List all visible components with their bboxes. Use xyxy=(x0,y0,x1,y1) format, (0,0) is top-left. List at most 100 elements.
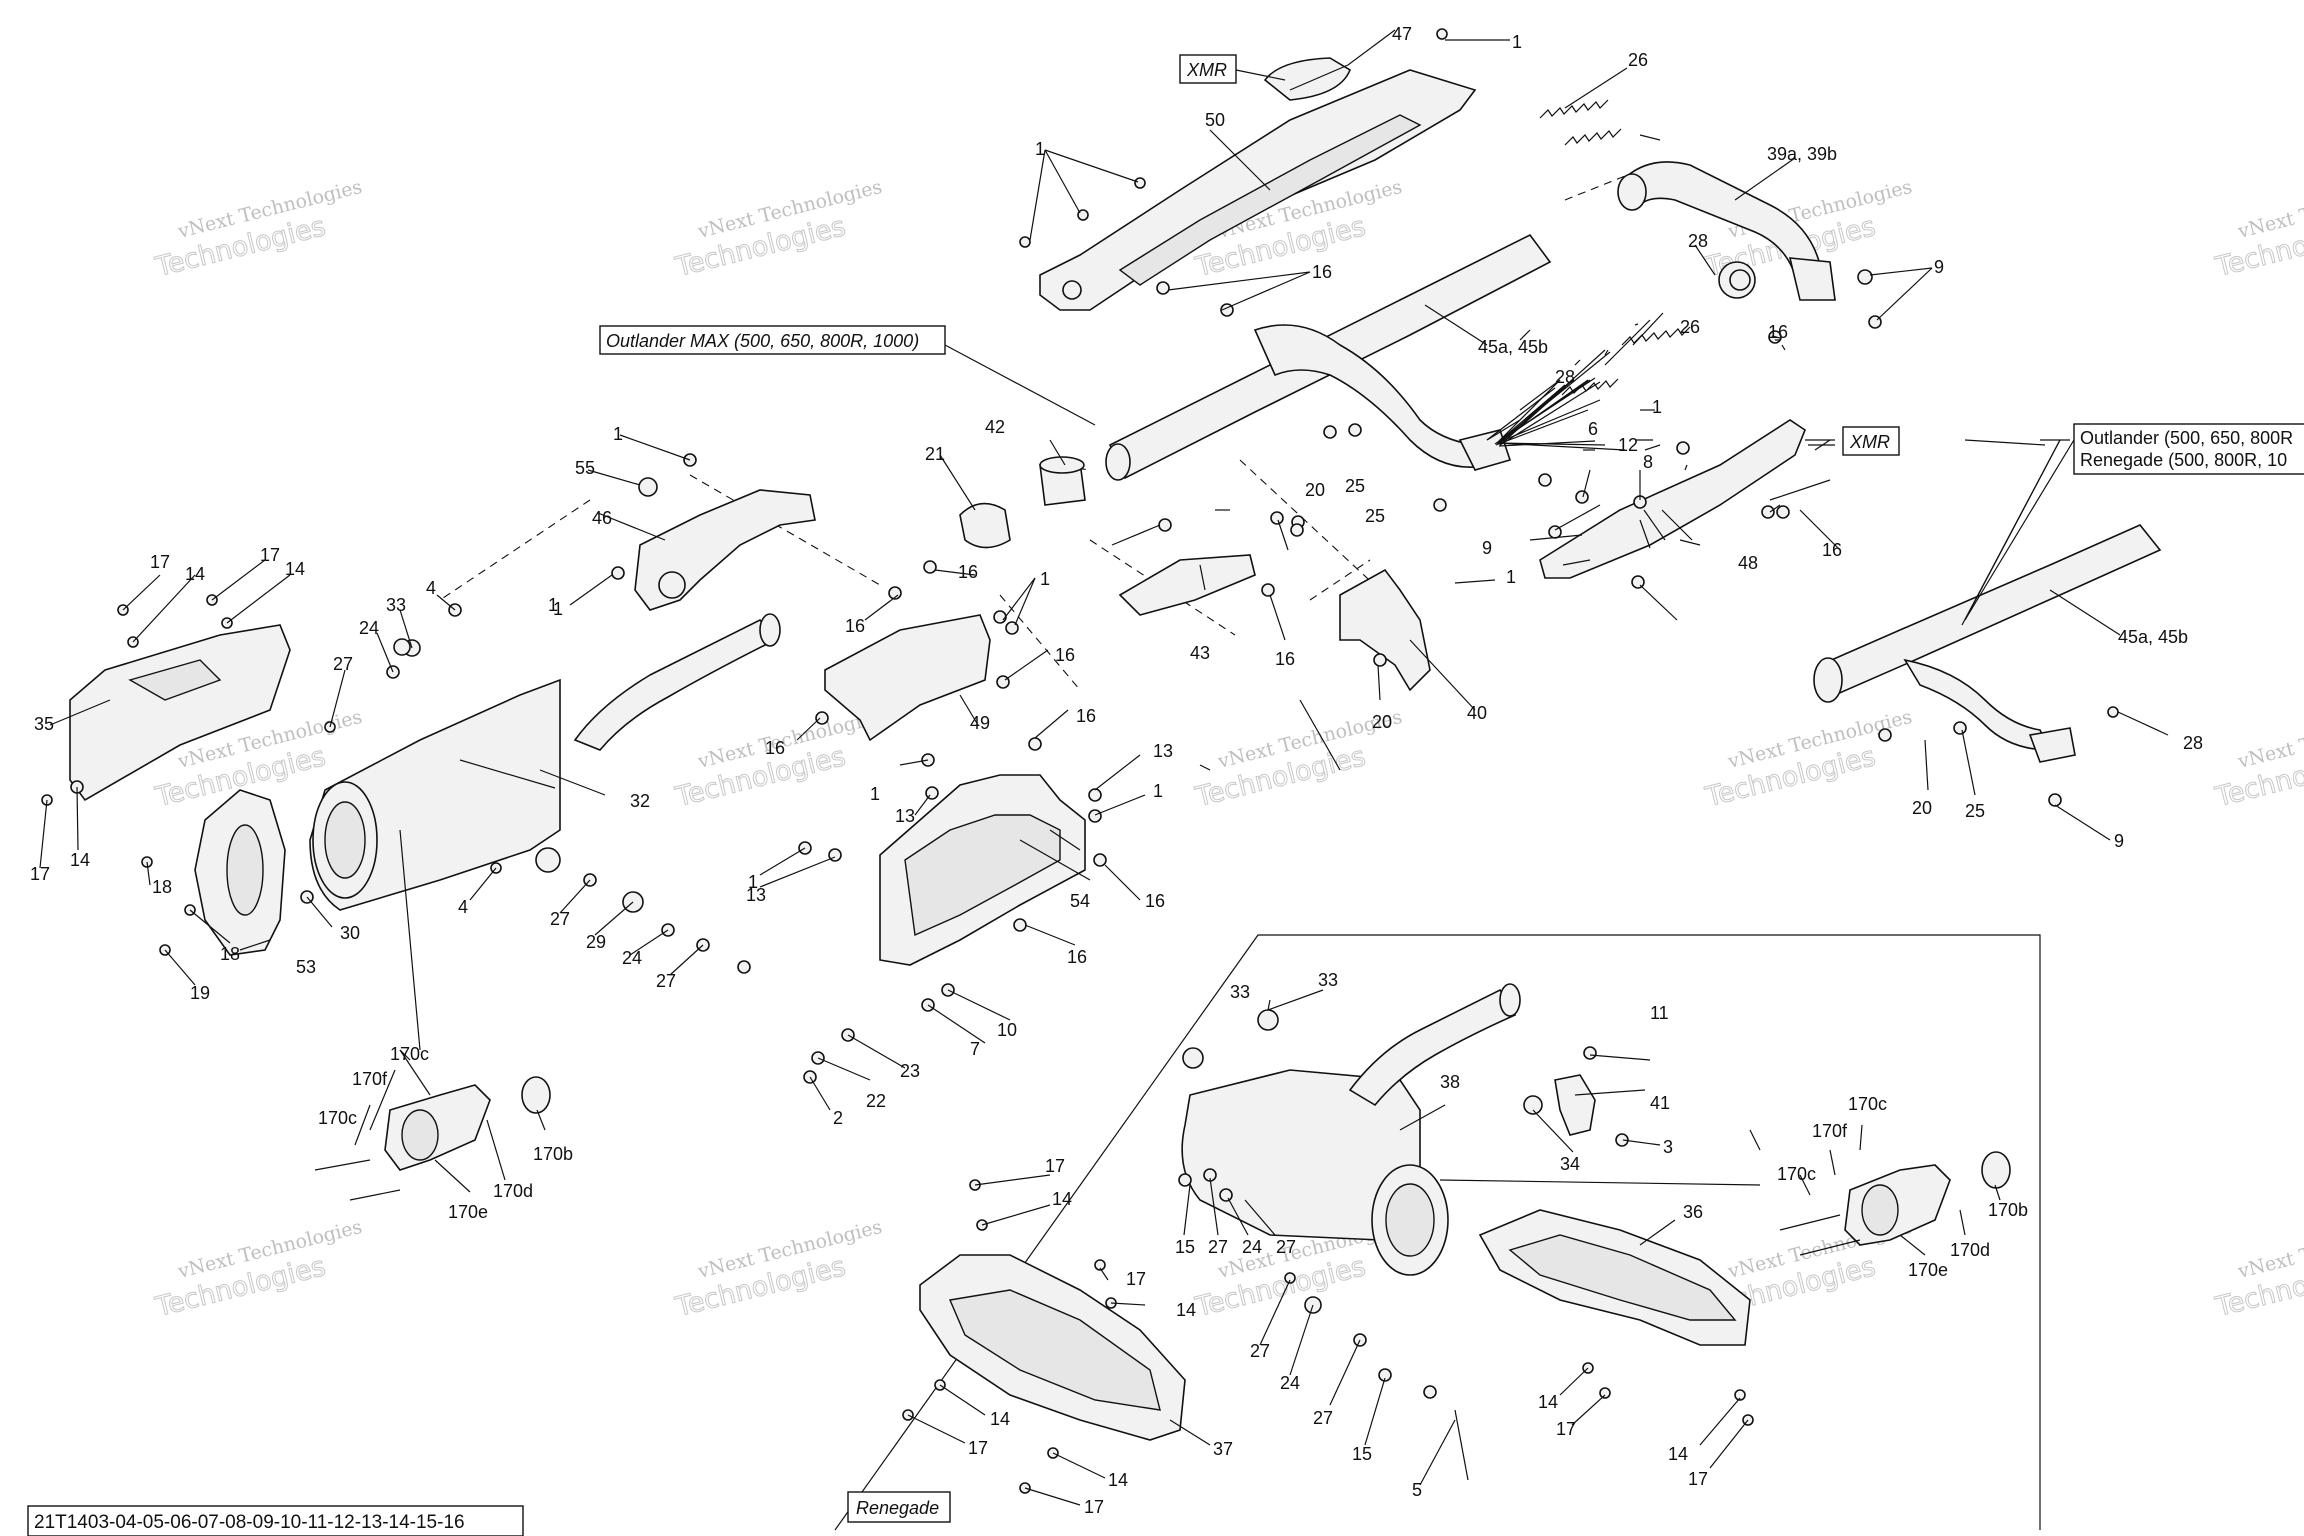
part-label: 170b xyxy=(1988,1200,2028,1220)
part-label: 1 xyxy=(1035,139,1045,159)
part-label: 170d xyxy=(493,1181,533,1201)
part-label: 35 xyxy=(34,714,54,734)
part-label: 17 xyxy=(150,552,170,572)
bracket-40 xyxy=(1339,568,1431,692)
shield-cap-47 xyxy=(1263,57,1351,101)
part-label: 4 xyxy=(426,578,436,598)
svg-text:Outlander (500, 650, 800R: Outlander (500, 650, 800R xyxy=(2080,428,2293,448)
part-label: 14 xyxy=(990,1409,1010,1429)
part-label: 49 xyxy=(970,713,990,733)
part-label: 33 xyxy=(1318,970,1338,990)
part-label: 27 xyxy=(1276,1237,1296,1257)
part-label: 6 xyxy=(1588,419,1598,439)
part-label: 24 xyxy=(1242,1237,1262,1257)
part-label: 1 xyxy=(748,872,758,892)
part-label: 50 xyxy=(1205,110,1225,130)
svg-text:XMR: XMR xyxy=(1849,432,1890,452)
part-label: 14 xyxy=(70,850,90,870)
part-label: 170e xyxy=(1908,1260,1948,1280)
part-label: 10 xyxy=(997,1020,1017,1040)
part-label: 170e xyxy=(448,1202,488,1222)
part-label: 3 xyxy=(1663,1137,1673,1157)
part-label: 22 xyxy=(866,1091,886,1111)
part-label: 26 xyxy=(1628,50,1648,70)
part-label: 1 xyxy=(1512,32,1522,52)
part-label: 9 xyxy=(1934,257,1944,277)
part-label: 33 xyxy=(386,595,406,615)
part-label: 16 xyxy=(1145,891,1165,911)
part-label: 27 xyxy=(1313,1408,1333,1428)
part-label: 29 xyxy=(586,932,606,952)
part-label: 55 xyxy=(575,458,595,478)
part-label: 48 xyxy=(1738,553,1758,573)
part-label: 36 xyxy=(1683,1202,1703,1222)
part-label: 14 xyxy=(1052,1189,1072,1209)
callout-box-renegade: Renegade xyxy=(847,1491,951,1523)
part-label: 12 xyxy=(1618,435,1638,455)
heat-shield-49 xyxy=(824,614,991,742)
callout-box-outlander: Outlander (500, 650, 800R Renegade (500,… xyxy=(2073,423,2304,475)
part-label: 20 xyxy=(1305,480,1325,500)
part-label: 45a, 45b xyxy=(2118,627,2188,647)
part-label: 170c xyxy=(390,1044,429,1064)
part-label: 13 xyxy=(1153,741,1173,761)
part-label: 9 xyxy=(1482,538,1492,558)
part-label: 9 xyxy=(2114,831,2124,851)
part-label: 16 xyxy=(1275,649,1295,669)
part-label: 15 xyxy=(1175,1237,1195,1257)
part-label: 25 xyxy=(1965,801,1985,821)
part-labels: 47 1 26 50 39a, 39b 1 28 9 16 45a, 45b 2… xyxy=(30,24,2203,1517)
assembly-lines xyxy=(439,169,1641,691)
part-label: 16 xyxy=(765,738,785,758)
spring-26 xyxy=(1539,99,1609,119)
part-label: 27 xyxy=(656,971,676,991)
part-label: 38 xyxy=(1440,1072,1460,1092)
part-label: 39a, 39b xyxy=(1767,144,1837,164)
part-label: 170b xyxy=(533,1144,573,1164)
part-label: 18 xyxy=(152,877,172,897)
part-label: 30 xyxy=(340,923,360,943)
bracket-41 xyxy=(1554,1074,1596,1136)
part-label: 17 xyxy=(1688,1469,1708,1489)
part-label: 1 xyxy=(548,595,558,615)
inlet-pipe xyxy=(573,618,777,751)
part-label: 14 xyxy=(285,559,305,579)
part-label: 1 xyxy=(613,424,623,444)
spring-26 xyxy=(1621,326,1691,346)
leader-lines xyxy=(39,29,2169,1506)
part-label: 14 xyxy=(1108,1470,1128,1490)
part-label: 8 xyxy=(1643,452,1653,472)
part-label: 32 xyxy=(630,791,650,811)
part-label: 17 xyxy=(1045,1156,1065,1176)
part-label: 37 xyxy=(1213,1439,1233,1459)
part-label: 1 xyxy=(1506,567,1516,587)
part-label: 27 xyxy=(1250,1341,1270,1361)
part-label: 16 xyxy=(1055,645,1075,665)
part-label: 16 xyxy=(958,562,978,582)
part-label: 24 xyxy=(622,948,642,968)
part-label: 17 xyxy=(1126,1269,1146,1289)
part-label: 42 xyxy=(985,417,1005,437)
part-label: 13 xyxy=(746,885,766,905)
part-label: 1 xyxy=(1040,569,1050,589)
part-label: 16 xyxy=(1822,540,1842,560)
diagram-code-box: 21T1403-04-05-06-07-08-09-10-11-12-13-14… xyxy=(27,1505,524,1536)
part-label: 28 xyxy=(2183,733,2203,753)
part-label: 24 xyxy=(359,618,379,638)
clamp-21 xyxy=(959,502,1011,549)
part-label: 45a, 45b xyxy=(1478,337,1548,357)
part-label: 16 xyxy=(845,616,865,636)
part-label: 25 xyxy=(1345,476,1365,496)
part-label: 21 xyxy=(925,444,945,464)
part-label: 41 xyxy=(1650,1093,1670,1113)
part-label: 11 xyxy=(1650,1003,1669,1023)
part-label: 17 xyxy=(30,864,50,884)
part-label: 18 xyxy=(220,944,240,964)
part-label: 170c xyxy=(318,1108,357,1128)
part-label: 5 xyxy=(1412,1480,1422,1500)
part-label: 27 xyxy=(333,654,353,674)
part-label: 17 xyxy=(968,1438,988,1458)
part-label: 20 xyxy=(1372,712,1392,732)
part-label: 16 xyxy=(1076,706,1096,726)
part-label: 40 xyxy=(1467,703,1487,723)
